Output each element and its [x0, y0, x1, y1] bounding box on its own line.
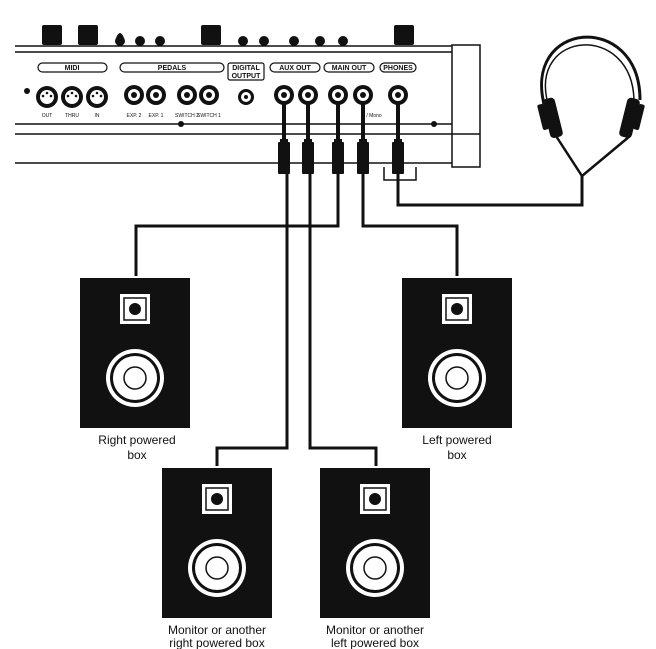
plug-main-right: [332, 103, 344, 174]
phones-section-label: PHONES: [383, 65, 413, 72]
midi-in-port: [86, 86, 108, 108]
phones-jack: [388, 85, 408, 105]
plug-phones: [392, 103, 404, 174]
monitor-right-caption-line1: Monitor or another: [168, 623, 266, 637]
midi-in-label: IN: [95, 113, 100, 119]
switch1-jack: [199, 85, 219, 105]
main-out-jacks: [328, 85, 373, 105]
headphones-icon: [537, 35, 645, 178]
aux-out-section-label: AUX OUT: [279, 65, 311, 72]
midi-thru-label: THRU: [65, 113, 79, 119]
cable-aux1-to-monitor-right: [215, 173, 289, 466]
switch1-label: SWITCH 1: [197, 113, 221, 119]
exp1-label: EXP. 1: [149, 113, 164, 119]
main-out-section-label: MAIN OUT: [332, 65, 367, 72]
exp2-jack: [124, 85, 144, 105]
monitor-left-caption-line2: left powered box: [331, 636, 419, 649]
switch2-label: SWITCH 2: [175, 113, 199, 119]
midi-din-connectors: [36, 86, 108, 108]
cable-mainright-to-right-powered: [134, 173, 340, 276]
pedals-section-label: PEDALS: [158, 65, 187, 72]
cables: [134, 173, 584, 466]
plug-aux-2: [302, 103, 314, 174]
aux-out-jack-1: [274, 85, 294, 105]
right-powered-caption-line2: box: [127, 448, 146, 462]
rear-panel: MIDI PEDALS DIGITAL OUTPUT AUX OUT MAIN …: [15, 25, 481, 181]
speaker-right-powered: [80, 278, 190, 428]
speaker-monitor-right: [162, 468, 272, 618]
speaker-monitor-left: [320, 468, 430, 618]
main-out-right-jack: [328, 85, 348, 105]
speaker-left-powered: [402, 278, 512, 428]
jack-plugs: [278, 103, 404, 174]
main-out-left-jack: [353, 85, 373, 105]
aux-out-jacks: [274, 85, 318, 105]
top-knobs: [42, 25, 414, 46]
aux-out-jack-2: [298, 85, 318, 105]
main-out-lmono-label: L / Mono: [362, 113, 381, 119]
left-powered-caption-line1: Left powered: [422, 433, 491, 447]
cable-mainleft-to-left-powered: [361, 173, 459, 276]
digital-output-label-line2: OUTPUT: [232, 73, 262, 80]
panel-screws: [24, 88, 437, 127]
cable-phones-to-headphones: [396, 173, 584, 207]
switch2-jack: [177, 85, 197, 105]
exp2-label: EXP. 2: [127, 113, 142, 119]
digital-output-label-line1: DIGITAL: [232, 65, 260, 72]
cable-aux2-to-monitor-left: [308, 173, 378, 466]
right-powered-caption-line1: Right powered: [98, 433, 175, 447]
monitor-right-caption-line2: right powered box: [169, 636, 264, 649]
pedal-jacks: [124, 85, 219, 105]
digital-output-jack: [238, 89, 254, 105]
midi-out-label: OUT: [42, 113, 53, 119]
exp1-jack: [146, 85, 166, 105]
midi-section-label: MIDI: [65, 65, 80, 72]
left-powered-caption-line2: box: [447, 448, 466, 462]
midi-out-port: [36, 86, 58, 108]
plug-aux-1: [278, 103, 290, 174]
midi-thru-port: [61, 86, 83, 108]
monitor-left-caption-line1: Monitor or another: [326, 623, 424, 637]
plug-main-left: [357, 103, 369, 174]
